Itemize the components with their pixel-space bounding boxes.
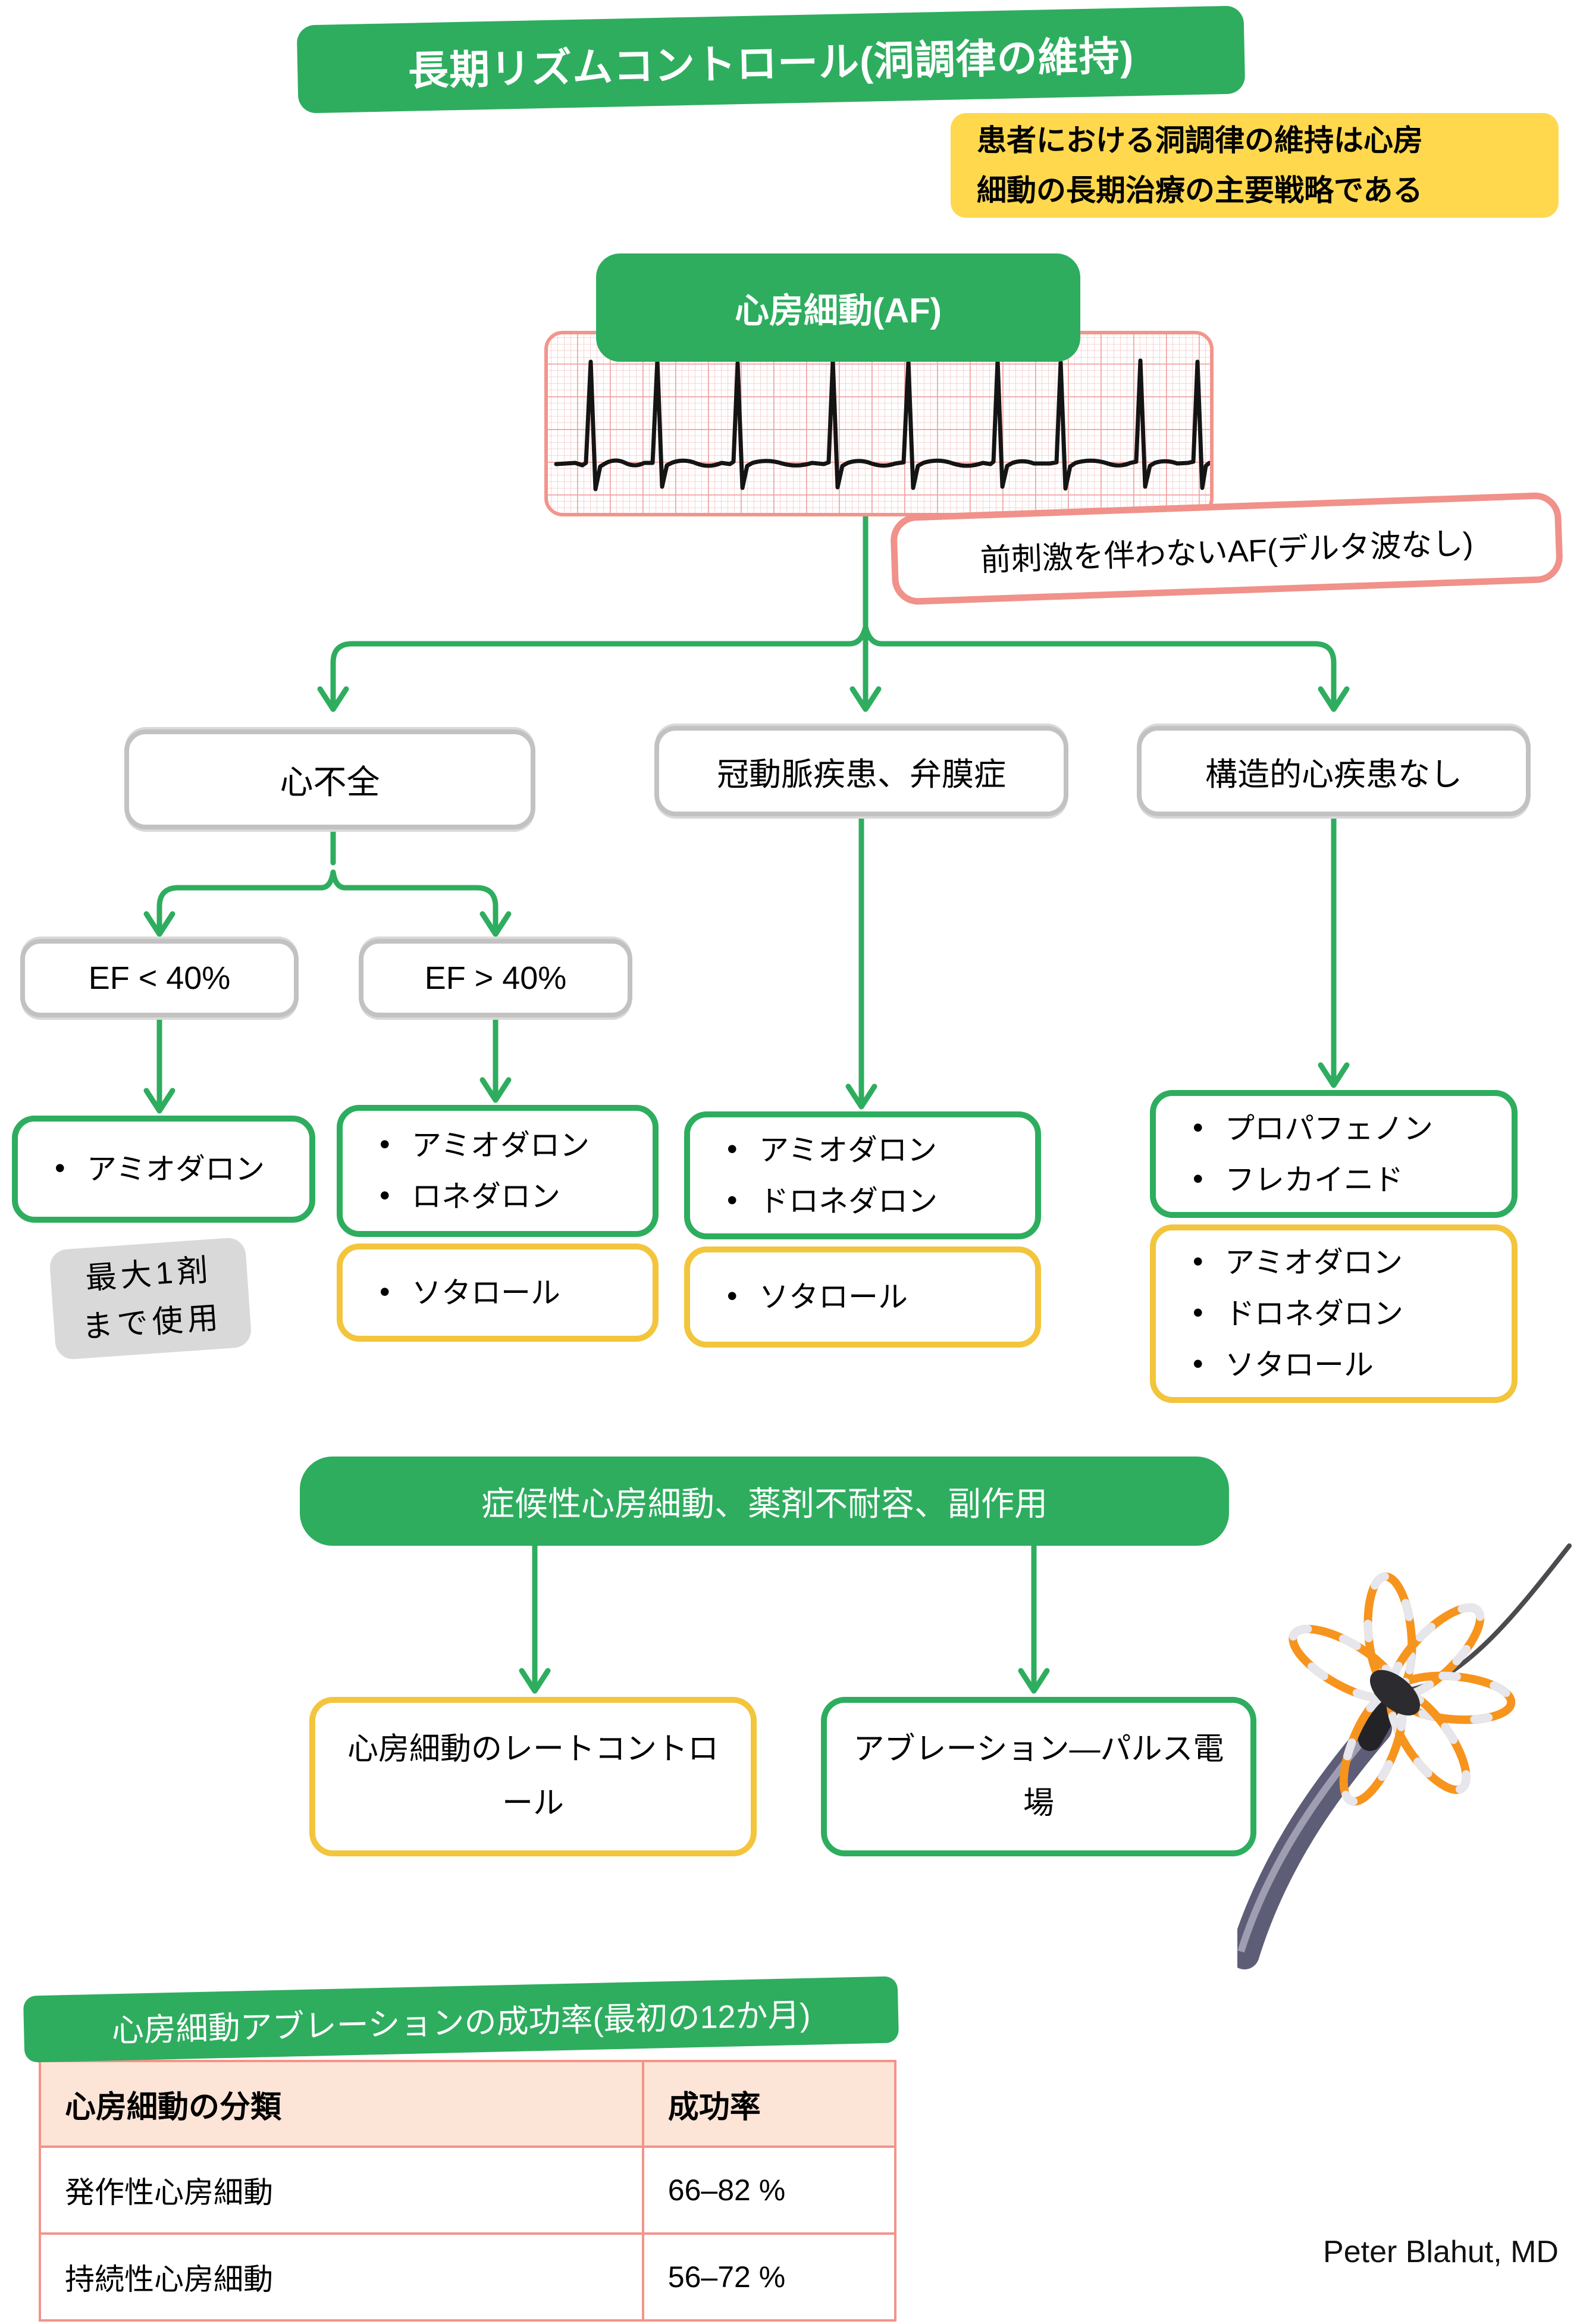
ecg-annotation-label: 前刺激を伴わないAF(デルタ波なし) xyxy=(979,526,1474,578)
af-node: 心房細動(AF) xyxy=(596,253,1080,362)
af-ecg-strip xyxy=(544,331,1214,516)
branch-no-structural: 構造的心疾患なし xyxy=(1137,726,1531,816)
ablation-option: アブレーション—パルス電場 xyxy=(821,1697,1256,1856)
drug-item: プロパフェノン xyxy=(1190,1102,1433,1154)
drug-item: ドロネダロン xyxy=(725,1174,938,1227)
escalation-banner: 症候性心房細動、薬剤不耐容、副作用 xyxy=(300,1457,1229,1546)
branch-heart-failure-label: 心不全 xyxy=(280,763,380,801)
drug-item: アミオダロン xyxy=(725,1123,937,1176)
success-table: 心房細動の分類 成功率 発作性心房細動 66–82 % 持続性心房細動 56–7… xyxy=(39,2060,897,2322)
rate-control-option: 心房細動のレートコントロール xyxy=(309,1697,757,1856)
branch-cad-valve-label: 冠動脈疾患、弁膜症 xyxy=(717,756,1006,793)
max-one-drug-note-line2: まで使用 xyxy=(81,1300,224,1345)
max-one-drug-note: 最大1剤 まで使用 xyxy=(48,1236,253,1361)
cell-success-rate: 66–82 % xyxy=(641,2146,897,2235)
strategy-note: 患者における洞調律の維持は心房 細動の長期治療の主要戦略である xyxy=(951,113,1559,218)
drug-item: フレカイニド xyxy=(1190,1153,1403,1205)
page-title: 長期リズムコントロール(洞調律の維持) xyxy=(407,33,1134,94)
af-node-label: 心房細動(AF) xyxy=(735,292,942,330)
drugs-hf-efhigh-primary-box: アミオダロン ロネダロン xyxy=(337,1105,659,1237)
ef-high-node: EF > 40% xyxy=(359,939,632,1017)
drugs-hf-eflow-box: アミオダロン xyxy=(12,1116,315,1223)
drug-item: ソタロール xyxy=(725,1270,908,1323)
col-header-af-type: 心房細動の分類 xyxy=(39,2060,644,2148)
success-table-banner-label: 心房細動アブレーションの成功率(最初の12か月) xyxy=(111,1997,811,2049)
author-credit: Peter Blahut, MD xyxy=(1323,2235,1559,2269)
drug-item: ロネダロン xyxy=(377,1170,560,1222)
cell-af-type: 持続性心房細動 xyxy=(39,2232,644,2322)
drugs-nsd-secondary-box: アミオダロン ドロネダロン ソタロール xyxy=(1150,1224,1518,1403)
table-row: 持続性心房細動 56–72 % xyxy=(39,2232,897,2322)
ef-low-label: EF < 40% xyxy=(88,960,231,996)
drug-item: アミオダロン xyxy=(1190,1236,1403,1288)
branch-no-structural-label: 構造的心疾患なし xyxy=(1205,756,1462,793)
escalation-banner-label: 症候性心房細動、薬剤不耐容、副作用 xyxy=(481,1484,1048,1523)
table-row: 発作性心房細動 66–82 % xyxy=(39,2146,897,2235)
ef-low-node: EF < 40% xyxy=(20,939,299,1017)
branch-heart-failure: 心不全 xyxy=(124,729,535,829)
drugs-cad-primary-box: アミオダロン ドロネダロン xyxy=(684,1111,1041,1239)
ablation-catheter-illustration xyxy=(1237,1543,1572,1969)
drug-item: アミオダロン xyxy=(377,1119,590,1171)
table-header-row: 心房細動の分類 成功率 xyxy=(39,2060,897,2148)
drug-item: アミオダロン xyxy=(52,1142,265,1195)
drugs-cad-secondary-box: ソタロール xyxy=(684,1246,1041,1348)
col-header-success-rate: 成功率 xyxy=(641,2060,897,2148)
branch-cad-valve: 冠動脈疾患、弁膜症 xyxy=(654,726,1068,816)
strategy-note-line1: 患者における洞調律の維持は心房 xyxy=(977,124,1423,157)
drugs-hf-efhigh-secondary-box: ソタロール xyxy=(337,1244,659,1342)
drug-item: ドロネダロン xyxy=(1190,1287,1403,1339)
strategy-note-line2: 細動の長期治療の主要戦略である xyxy=(977,174,1423,207)
ablation-label: アブレーション—パルス電場 xyxy=(853,1732,1224,1821)
max-one-drug-note-line1: 最大1剤 xyxy=(84,1252,214,1296)
cell-success-rate: 56–72 % xyxy=(641,2232,897,2322)
drug-item: ソタロール xyxy=(377,1266,560,1318)
ef-high-label: EF > 40% xyxy=(424,960,567,996)
rate-control-label: 心房細動のレートコントロール xyxy=(347,1732,719,1821)
cell-af-type: 発作性心房細動 xyxy=(39,2146,644,2235)
drug-item: ソタロール xyxy=(1190,1338,1374,1390)
drugs-nsd-primary-box: プロパフェノン フレカイニド xyxy=(1150,1090,1518,1218)
